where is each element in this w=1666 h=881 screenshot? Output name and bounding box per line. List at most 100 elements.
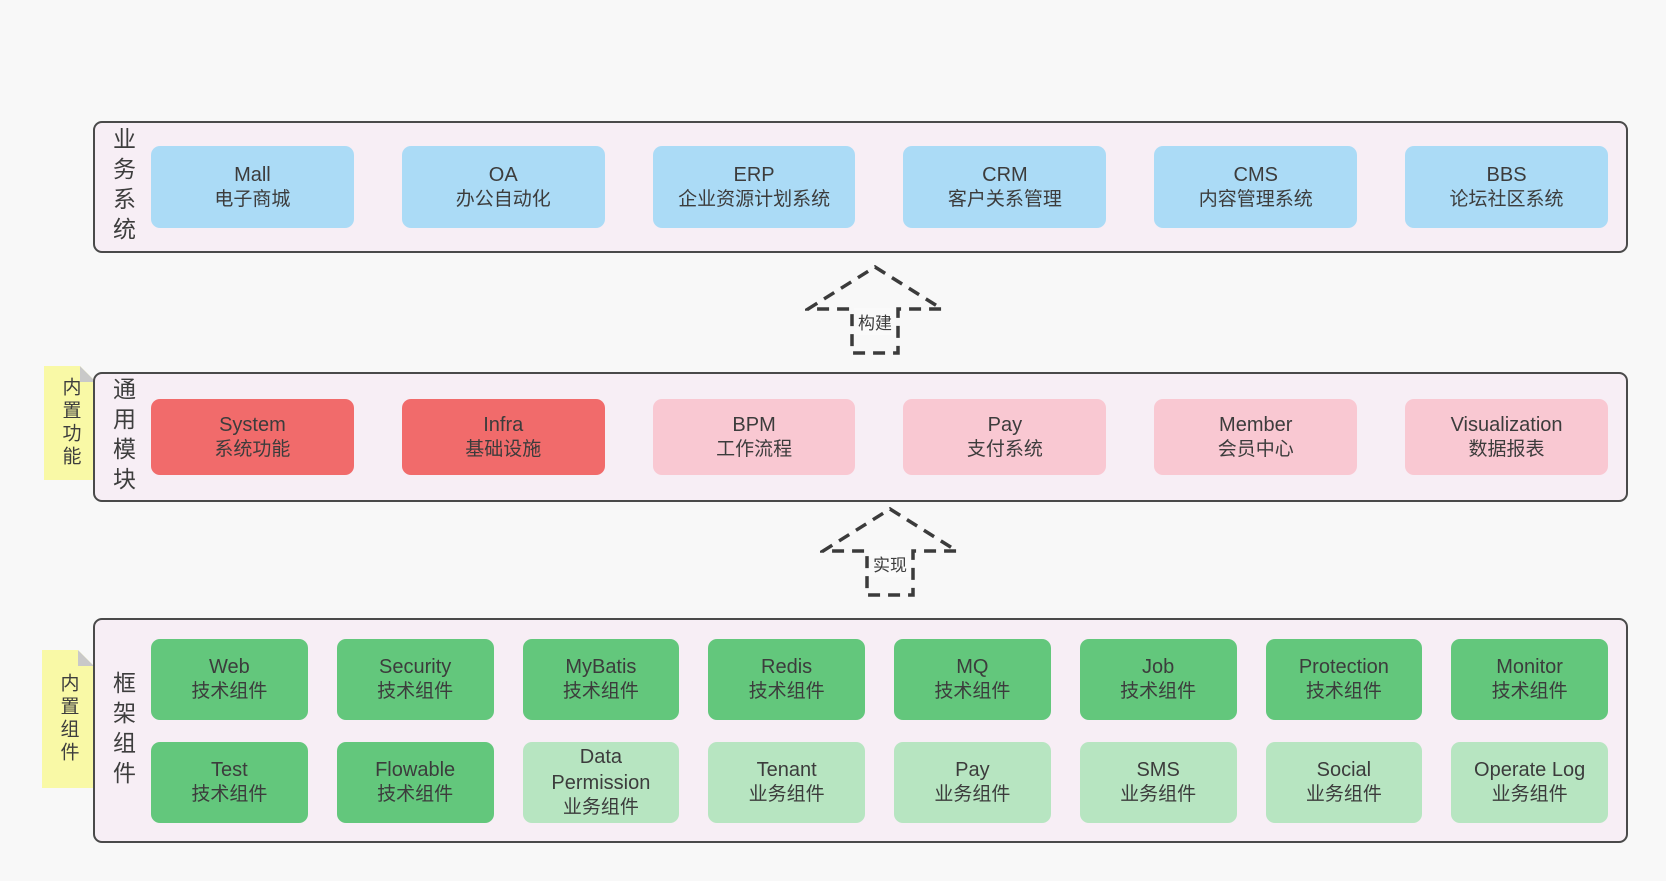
box-crm: CRM 客户关系管理 xyxy=(903,146,1107,228)
box-row-biz-components: Test 技术组件 Flowable 技术组件 Data Permission … xyxy=(151,741,1608,823)
box-title: Operate Log xyxy=(1474,758,1586,781)
box-subtitle: 办公自动化 xyxy=(455,188,551,210)
box-tenant: Tenant 业务组件 xyxy=(708,741,865,823)
box-subtitle: 业务组件 xyxy=(934,783,1011,805)
box-title: Protection xyxy=(1298,655,1389,678)
box-title: Redis xyxy=(761,655,813,678)
box-erp: ERP 企业资源计划系统 xyxy=(652,146,856,228)
box-title: SMS xyxy=(1136,758,1180,781)
box-subtitle: 基础设施 xyxy=(465,438,542,460)
box-subtitle: 技术组件 xyxy=(377,783,454,805)
box-title: Social xyxy=(1316,758,1372,781)
box-title: BBS xyxy=(1486,163,1527,186)
box-subtitle: 会员中心 xyxy=(1217,438,1294,460)
box-title: Data Permission xyxy=(551,745,651,794)
arrow-label: 实现 xyxy=(869,550,911,577)
box-subtitle: 业务组件 xyxy=(748,783,825,805)
folded-corner-icon xyxy=(78,650,94,666)
box-subtitle: 支付系统 xyxy=(966,438,1043,460)
box-subtitle: 客户关系管理 xyxy=(947,188,1062,210)
box-subtitle: 技术组件 xyxy=(191,680,268,702)
box-subtitle: 技术组件 xyxy=(748,680,825,702)
layer-framework-components: 框架组件 Web 技术组件 Security 技术组件 MyBatis 技术组件… xyxy=(93,618,1628,843)
box-title: OA xyxy=(488,163,518,186)
box-subtitle: 技术组件 xyxy=(377,680,454,702)
box-row-business: Mall 电子商城 OA 办公自动化 ERP 企业资源计划系统 CRM 客户关系… xyxy=(151,146,1608,228)
layer-label-framework-components: 框架组件 xyxy=(95,620,149,841)
box-title: Pay xyxy=(987,413,1023,436)
box-title: Job xyxy=(1142,655,1175,678)
box-title: Flowable xyxy=(375,758,456,781)
arrow-label: 构建 xyxy=(854,308,896,335)
box-title: Mall xyxy=(234,163,271,186)
box-pay-biz: Pay 业务组件 xyxy=(894,741,1051,823)
box-subtitle: 业务组件 xyxy=(1305,783,1382,805)
box-flowable: Flowable 技术组件 xyxy=(336,741,494,823)
box-operate-log: Operate Log 业务组件 xyxy=(1451,741,1608,823)
arrow-build: 构建 xyxy=(805,264,945,356)
box-title: Visualization xyxy=(1450,413,1563,436)
box-subtitle: 论坛社区系统 xyxy=(1449,188,1564,210)
layer-label-business-systems: 业务系统 xyxy=(95,123,149,251)
box-infra: Infra 基础设施 xyxy=(401,399,605,475)
box-title: MQ xyxy=(956,655,989,678)
box-web: Web 技术组件 xyxy=(151,638,308,720)
layer-business-systems: 业务系统 Mall 电子商城 OA 办公自动化 ERP 企业资源计划系统 CRM… xyxy=(93,121,1628,253)
box-subtitle: 数据报表 xyxy=(1468,438,1545,460)
box-title: Monitor xyxy=(1496,655,1563,678)
box-redis: Redis 技术组件 xyxy=(708,638,865,720)
box-system: System 系统功能 xyxy=(151,399,354,475)
layer-body-components: Web 技术组件 Security 技术组件 MyBatis 技术组件 Redi… xyxy=(149,620,1626,841)
box-mq: MQ 技术组件 xyxy=(894,638,1051,720)
layer-label-common-modules: 通用模块 xyxy=(95,374,149,500)
box-subtitle: 业务组件 xyxy=(562,796,639,818)
box-pay: Pay 支付系统 xyxy=(903,399,1107,475)
box-subtitle: 工作流程 xyxy=(716,438,793,460)
box-subtitle: 系统功能 xyxy=(214,438,291,460)
box-subtitle: 业务组件 xyxy=(1491,783,1568,805)
box-subtitle: 技术组件 xyxy=(562,680,639,702)
box-title: BPM xyxy=(732,413,776,436)
box-subtitle: 技术组件 xyxy=(1120,680,1197,702)
up-arrow-icon xyxy=(805,264,945,355)
box-subtitle: 技术组件 xyxy=(934,680,1011,702)
box-bbs: BBS 论坛社区系统 xyxy=(1405,146,1608,228)
box-title: MyBatis xyxy=(565,655,637,678)
box-mybatis: MyBatis 技术组件 xyxy=(522,638,680,720)
box-sms: SMS 业务组件 xyxy=(1079,741,1237,823)
box-subtitle: 技术组件 xyxy=(1491,680,1568,702)
box-mall: Mall 电子商城 xyxy=(151,146,354,228)
note-label: 内置组件 xyxy=(57,673,79,765)
box-social: Social 业务组件 xyxy=(1265,741,1423,823)
box-title: Member xyxy=(1219,413,1293,436)
box-member: Member 会员中心 xyxy=(1154,399,1358,475)
box-title: ERP xyxy=(733,163,775,186)
box-oa: OA 办公自动化 xyxy=(401,146,605,228)
box-bpm: BPM 工作流程 xyxy=(652,399,856,475)
box-title: CMS xyxy=(1233,163,1278,186)
note-label: 内置功能 xyxy=(59,377,81,469)
box-subtitle: 业务组件 xyxy=(1120,783,1197,805)
sticky-note-builtin-components: 内置组件 xyxy=(42,650,94,788)
box-title: CRM xyxy=(982,163,1028,186)
box-title: Security xyxy=(379,655,452,678)
box-security: Security 技术组件 xyxy=(336,638,494,720)
box-data-permission: Data Permission 业务组件 xyxy=(522,741,680,823)
arrow-implement: 实现 xyxy=(820,506,960,598)
box-title: Pay xyxy=(955,758,990,781)
layer-title: 通用模块 xyxy=(109,377,136,497)
box-job: Job 技术组件 xyxy=(1079,638,1237,720)
box-subtitle: 技术组件 xyxy=(1305,680,1382,702)
box-title: Tenant xyxy=(756,758,817,781)
layer-body-business: Mall 电子商城 OA 办公自动化 ERP 企业资源计划系统 CRM 客户关系… xyxy=(149,123,1626,251)
box-test: Test 技术组件 xyxy=(151,741,308,823)
box-subtitle: 技术组件 xyxy=(191,783,268,805)
box-title: Test xyxy=(211,758,248,781)
box-row-modules: System 系统功能 Infra 基础设施 BPM 工作流程 Pay 支付系统… xyxy=(151,399,1608,475)
layer-body-modules: System 系统功能 Infra 基础设施 BPM 工作流程 Pay 支付系统… xyxy=(149,374,1626,500)
box-subtitle: 企业资源计划系统 xyxy=(678,188,831,210)
box-monitor: Monitor 技术组件 xyxy=(1451,638,1608,720)
up-arrow-icon xyxy=(820,506,960,597)
box-protection: Protection 技术组件 xyxy=(1265,638,1423,720)
box-title: System xyxy=(219,413,286,436)
